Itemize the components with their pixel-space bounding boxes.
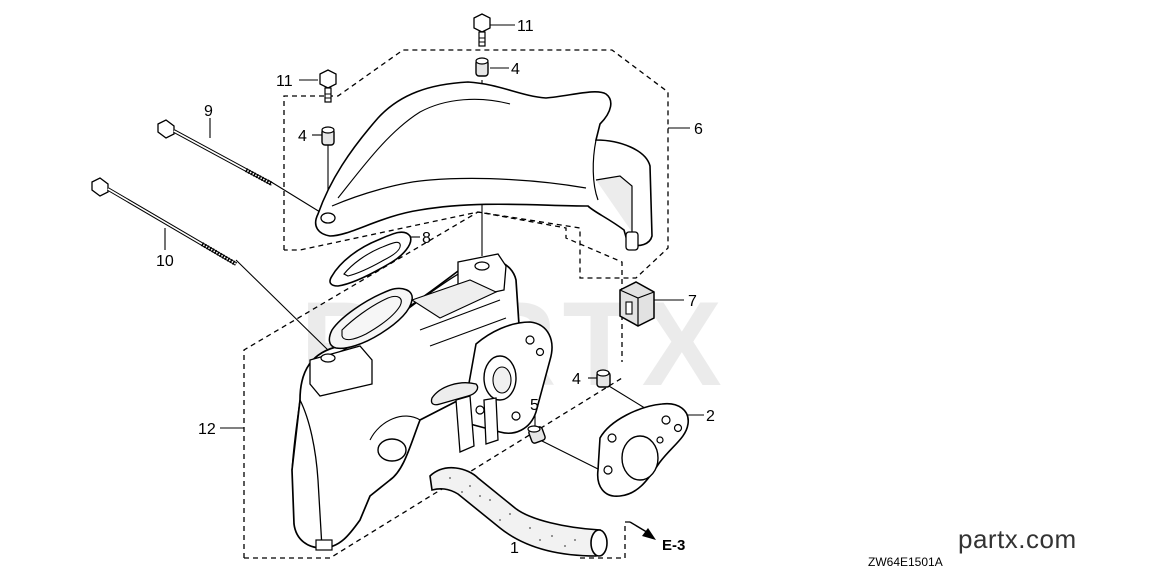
part-gasket <box>596 402 689 497</box>
callout-10: 10 <box>156 253 174 270</box>
part-spacer <box>527 425 546 444</box>
part-bolt-10 <box>91 177 238 266</box>
drawing-code: ZW64E1501A <box>868 555 943 569</box>
part-collar-right <box>596 369 611 388</box>
part-collar-top <box>475 57 489 77</box>
callout-4-top: 4 <box>511 61 520 78</box>
callout-11-left: 11 <box>276 73 293 90</box>
callout-4-left: 4 <box>298 128 307 145</box>
brand-site: partx.com <box>958 524 1077 554</box>
callout-12: 12 <box>198 421 216 438</box>
part-collar-left <box>321 126 335 146</box>
part-bolt-11-left <box>319 69 337 103</box>
callout-2: 2 <box>706 408 715 425</box>
part-element-gasket <box>329 231 412 287</box>
callout-8: 8 <box>422 230 431 247</box>
part-bolt-11-top <box>473 13 491 47</box>
callout-5: 5 <box>530 397 539 414</box>
part-hose <box>429 467 608 557</box>
part-cleaner-cover <box>314 81 653 251</box>
group-outlines <box>243 49 669 559</box>
part-cleaner-case <box>291 253 553 551</box>
callout-7: 7 <box>688 293 697 310</box>
callout-6: 6 <box>694 121 703 138</box>
e3-bracket <box>580 521 630 559</box>
callout-labels: 11 4 11 4 9 10 6 8 7 4 2 5 12 1 E-3 ZW64… <box>156 18 943 569</box>
callout-11-top: 11 <box>517 18 534 35</box>
e3-arrow <box>629 521 656 540</box>
callout-1: 1 <box>510 540 519 557</box>
reference-e3: E-3 <box>662 537 685 554</box>
part-bolt-9 <box>157 119 273 186</box>
cleaner-group-outline <box>243 211 623 558</box>
callout-4-right: 4 <box>572 371 581 388</box>
part-grommet <box>619 281 655 327</box>
callout-9: 9 <box>204 103 213 120</box>
